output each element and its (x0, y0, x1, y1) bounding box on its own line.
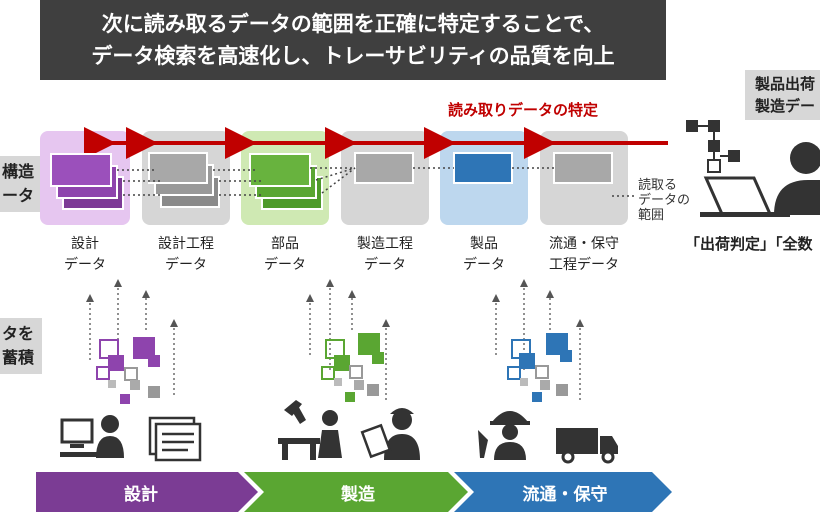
read-data-annotation: 読み取りデータの特定 (448, 101, 599, 119)
distribution-data-scatter (507, 333, 572, 402)
product-data-card (453, 152, 513, 184)
stage-label-parts: 部品データ (264, 236, 306, 273)
flowchart-icon (686, 120, 740, 173)
design-data-stack (50, 153, 124, 210)
phase-chevron-distribution (454, 472, 672, 512)
shipping-judgment-quote: 「出荷判定」「全数 (685, 235, 813, 253)
stage-label-design: 設計データ (64, 236, 106, 273)
delivery-truck-icon (556, 428, 618, 464)
left-label-structure: 構造 ータ (0, 156, 43, 212)
left-label-accumulate: タを 蓄積 (0, 318, 43, 374)
phase-label-manufacturing: 製造 (341, 484, 375, 505)
headline-line-1: 次に読み取るデータの範囲を正確に特定することで、 (101, 12, 605, 36)
robot-arm-worker-icon (278, 400, 342, 460)
upload-arrows (86, 279, 584, 400)
documents-icon (148, 416, 202, 462)
read-range-label: 読取るデータの範囲 (638, 178, 691, 223)
laptop-user-icon (700, 142, 820, 217)
hardhat-technician-icon (478, 411, 530, 460)
computer-user-icon (60, 415, 124, 458)
stage-label-manufacturing-process: 製造工程データ (357, 236, 413, 273)
manufacturing-process-data-card (354, 152, 414, 184)
stage-label-distribution-maintenance: 流通・保守工程データ (549, 236, 619, 273)
stage-label-product: 製品データ (463, 236, 505, 273)
read-direction-arrows (84, 127, 668, 159)
headline-line-2: データ検索を高速化し、トレーサビリティの品質を向上 (91, 44, 615, 68)
stage-label-design-process: 設計工程データ (158, 236, 214, 273)
phase-bar (36, 472, 672, 512)
headline-banner: 次に読み取るデータの範囲を正確に特定することで、 データ検索を高速化し、トレーサ… (40, 0, 666, 80)
dotted-connectors (117, 167, 636, 197)
parts-data-stack (249, 153, 323, 210)
design-process-data-stack (148, 152, 220, 208)
tablet-worker-icon (360, 408, 420, 460)
phase-label-design: 設計 (124, 484, 158, 505)
right-label-shipping: 製品出荷 製造デー (745, 70, 820, 120)
phase-chevron-design (36, 472, 258, 512)
distribution-data-card (553, 152, 613, 184)
phase-label-distribution: 流通・保守 (522, 484, 608, 505)
manufacturing-data-scatter (321, 333, 384, 402)
phase-chevron-manufacturing (244, 472, 468, 512)
design-data-scatter (96, 337, 160, 404)
